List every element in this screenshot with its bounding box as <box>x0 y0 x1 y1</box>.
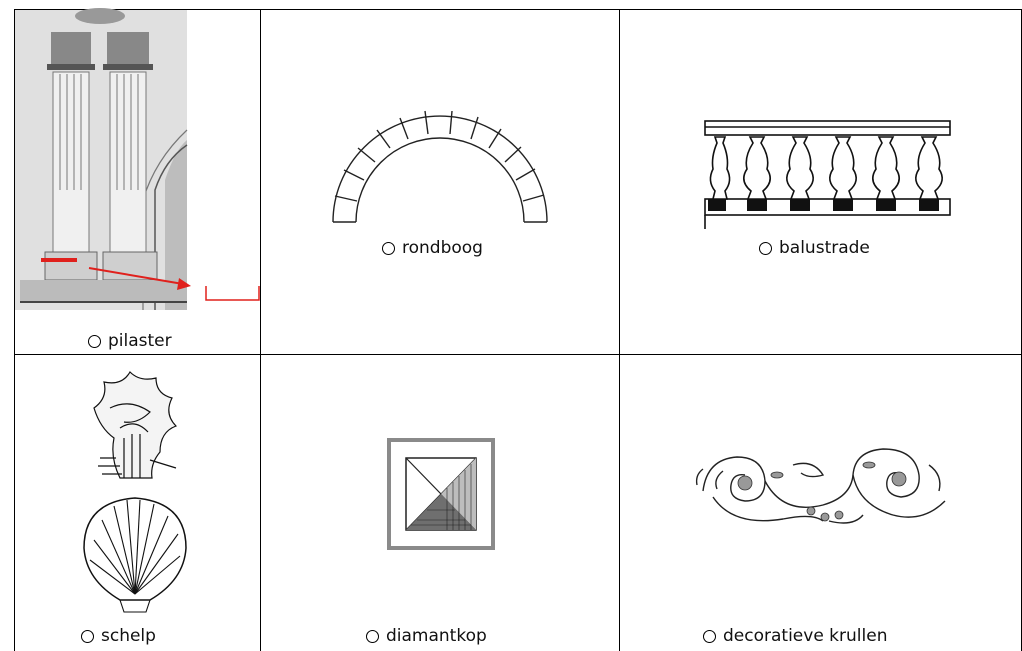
radio-circle-icon[interactable] <box>382 242 395 255</box>
radio-circle-icon[interactable] <box>366 630 379 643</box>
balustrade-image <box>703 113 953 231</box>
option-label-schelp: schelp <box>81 626 156 646</box>
schelp-image <box>80 368 190 618</box>
option-text-decoratieve-krullen: decoratieve krullen <box>723 626 887 646</box>
option-text-schelp: schelp <box>101 626 156 646</box>
radio-circle-icon[interactable] <box>88 335 101 348</box>
radio-circle-icon[interactable] <box>81 630 94 643</box>
option-label-rondboog: rondboog <box>382 238 483 258</box>
grid-line-col1 <box>260 9 261 651</box>
option-label-pilaster: pilaster <box>88 331 172 351</box>
option-label-decoratieve-krullen: decoratieve krullen <box>703 626 887 646</box>
grid-line-middle <box>14 354 1022 355</box>
option-label-balustrade: balustrade <box>759 238 870 258</box>
radio-circle-icon[interactable] <box>703 630 716 643</box>
option-label-diamantkop: diamantkop <box>366 626 487 646</box>
pilaster-image <box>15 10 260 310</box>
option-text-pilaster: pilaster <box>108 331 172 351</box>
rondboog-image <box>328 108 553 228</box>
option-text-balustrade: balustrade <box>779 238 870 258</box>
decoratieve-krullen-image <box>693 435 953 535</box>
option-text-rondboog: rondboog <box>402 238 483 258</box>
diamantkop-image <box>387 438 495 550</box>
radio-circle-icon[interactable] <box>759 242 772 255</box>
grid-line-col2 <box>619 9 620 651</box>
option-text-diamantkop: diamantkop <box>386 626 487 646</box>
